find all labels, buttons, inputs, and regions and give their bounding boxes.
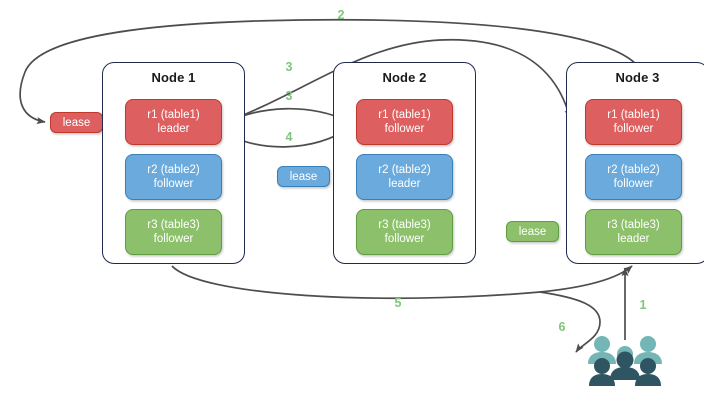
replica-role: leader bbox=[388, 178, 421, 190]
replica-name: r2 (table2) bbox=[607, 164, 660, 176]
replica-role: follower bbox=[153, 233, 194, 245]
replica-name: r3 (table3) bbox=[607, 219, 660, 231]
edge-label-step-2: 2 bbox=[337, 8, 345, 22]
edge-label-step-5: 5 bbox=[394, 296, 402, 310]
replica-name: r2 (table2) bbox=[378, 164, 431, 176]
node-2-replica-r2: r2 (table2) leader bbox=[356, 154, 453, 200]
replica-role: follower bbox=[613, 123, 654, 135]
node-3-title: Node 3 bbox=[615, 70, 660, 85]
lease-badge-label: lease bbox=[62, 116, 91, 129]
edge-label-step-3b: 3 bbox=[285, 89, 293, 103]
replica-role: follower bbox=[384, 123, 425, 135]
lease-badge-r1: lease bbox=[50, 112, 103, 133]
node-1-replica-r2: r2 (table2) follower bbox=[125, 154, 222, 200]
replica-name: r1 (table1) bbox=[607, 109, 660, 121]
node-3-replica-r1: r1 (table1) follower bbox=[585, 99, 682, 145]
replica-role: follower bbox=[613, 178, 654, 190]
edge-label-step-4: 4 bbox=[285, 130, 293, 144]
replica-role: leader bbox=[157, 123, 190, 135]
lease-badge-r2: lease bbox=[277, 166, 330, 187]
replica-name: r1 (table1) bbox=[147, 109, 200, 121]
node-3-replica-r2: r2 (table2) follower bbox=[585, 154, 682, 200]
node-1-replica-r1: r1 (table1) leader bbox=[125, 99, 222, 145]
replica-role: follower bbox=[153, 178, 194, 190]
node-2-replica-r3: r3 (table3) follower bbox=[356, 209, 453, 255]
replica-name: r1 (table1) bbox=[378, 109, 431, 121]
edge-label-step-3a: 3 bbox=[285, 60, 293, 74]
edge-label-step-6: 6 bbox=[558, 320, 566, 334]
users-icon bbox=[588, 336, 662, 386]
lease-badge-label: lease bbox=[518, 225, 547, 238]
replica-role: leader bbox=[617, 233, 650, 245]
replica-name: r2 (table2) bbox=[147, 164, 200, 176]
node-1-replica-r3: r3 (table3) follower bbox=[125, 209, 222, 255]
node-2-title: Node 2 bbox=[382, 70, 427, 85]
replica-role: follower bbox=[384, 233, 425, 245]
edge-step-5 bbox=[171, 265, 633, 300]
lease-badge-r3: lease bbox=[506, 221, 559, 242]
node-1-title: Node 1 bbox=[151, 70, 196, 85]
replica-name: r3 (table3) bbox=[147, 219, 200, 231]
replica-name: r3 (table3) bbox=[378, 219, 431, 231]
node-2-replica-r1: r1 (table1) follower bbox=[356, 99, 453, 145]
lease-badge-label: lease bbox=[289, 170, 318, 183]
edge-label-step-1: 1 bbox=[639, 298, 647, 312]
node-3-replica-r3: r3 (table3) leader bbox=[585, 209, 682, 255]
